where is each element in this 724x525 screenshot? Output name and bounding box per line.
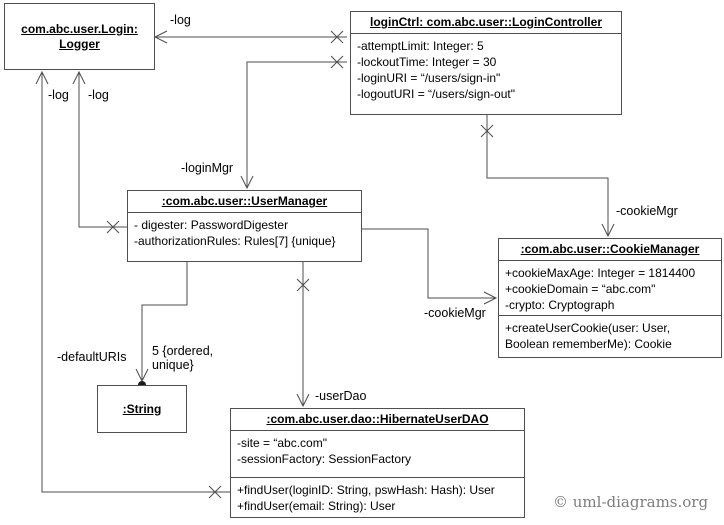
arrowhead-icon <box>483 291 498 305</box>
object-title: loginCtrl: com.abc.user::LoginController <box>351 12 621 33</box>
user-manager-object: :com.abc.user::UserManager - digester: P… <box>127 190 362 262</box>
edge-label-defaulturis: -defaultURIs <box>57 350 127 364</box>
object-title: :String <box>123 402 162 417</box>
edge-label-log-top: -log <box>170 13 191 27</box>
edge-label-cookiemgr-horizontal: -cookieMgr <box>424 306 486 320</box>
hibernate-user-dao-object: :com.abc.user.dao::HibernateUserDAO -sit… <box>230 408 525 518</box>
edge-label-userdao: -userDao <box>315 389 367 403</box>
attributes-compartment: - digester: PasswordDigester -authorizat… <box>128 212 361 265</box>
object-title-line: :com.abc.user::UserManager <box>161 194 328 208</box>
operation: +findUser(loginID: String, pswHash: Hash… <box>237 483 495 497</box>
login-controller-object: loginCtrl: com.abc.user::LoginController… <box>350 11 622 115</box>
arrowhead-icon <box>240 175 254 190</box>
arrowhead-icon <box>601 223 615 238</box>
arrowhead-icon <box>72 70 86 85</box>
attribute: -authorizationRules: Rules[7] {unique} <box>134 234 336 248</box>
edge-usermanager-to-dao <box>296 262 310 408</box>
edge-label-cookiemgr-vertical: -cookieMgr <box>616 204 678 218</box>
object-title: :com.abc.user.dao::HibernateUserDAO <box>231 409 524 430</box>
non-navigable-x-icon <box>106 220 120 234</box>
object-title-line: Logger <box>59 36 100 51</box>
edge-usermanager-to-cookiemanager <box>362 228 498 305</box>
non-navigable-x-icon <box>480 124 494 138</box>
attribute: -lockoutTime: Integer = 30 <box>357 55 497 69</box>
non-navigable-x-icon <box>330 30 344 44</box>
edge-dao-to-logger <box>35 70 230 499</box>
edge-loginctrl-to-cookiemanager <box>480 115 615 238</box>
object-title-line: :com.abc.user.dao::HibernateUserDAO <box>266 412 489 426</box>
edge-label-loginmgr: -loginMgr <box>181 161 234 175</box>
attribute: - digester: PasswordDigester <box>134 218 289 232</box>
attribute: -attemptLimit: Integer: 5 <box>357 39 484 53</box>
attribute: -logoutURI = “/users/sign-out" <box>357 87 515 101</box>
copyright-text: © uml-diagrams.org <box>553 493 709 511</box>
object-title-line: :com.abc.user::CookieManager <box>520 242 700 256</box>
arrowhead-icon <box>35 70 49 85</box>
edge-loginctrl-to-logger <box>153 30 347 44</box>
non-navigable-x-icon <box>296 278 310 292</box>
non-navigable-x-icon <box>208 485 222 499</box>
attributes-compartment: -attemptLimit: Integer: 5 -lockoutTime: … <box>351 33 621 118</box>
attribute: +cookieMaxAge: Integer = 1814400 <box>505 266 696 280</box>
attribute: -loginURI = “/users/sign-in" <box>357 71 501 85</box>
operations-compartment: +createUserCookie(user: User, Boolean re… <box>499 315 721 358</box>
object-title: :com.abc.user::CookieManager <box>499 239 721 260</box>
object-title-line: loginCtrl: com.abc.user::LoginController <box>369 15 602 29</box>
arrowhead-icon <box>296 393 310 408</box>
attribute: -site = “abc.com" <box>237 436 327 450</box>
operations-compartment: +findUser(loginID: String, pswHash: Hash… <box>231 477 524 520</box>
arrowhead-icon <box>153 30 168 44</box>
attribute: +cookieDomain = “abc.com" <box>505 282 656 296</box>
non-navigable-x-icon <box>330 55 344 69</box>
string-object: :String <box>97 385 187 433</box>
edge-label-log-usermanager: -log <box>88 88 109 102</box>
attribute: -crypto: Cryptograph <box>505 298 615 312</box>
object-title-line: com.abc.user.Login: <box>21 21 138 36</box>
cookie-manager-object: :com.abc.user::CookieManager +cookieMaxA… <box>498 238 722 358</box>
edge-loginctrl-to-usermanager <box>240 55 347 190</box>
edge-label-log-dao: -log <box>48 88 69 102</box>
object-title-line: :String <box>122 401 162 416</box>
logger-object: com.abc.user.Login: Logger <box>4 3 155 70</box>
edge-multiplicity-label: 5 {ordered, unique} <box>152 344 214 372</box>
attribute: -sessionFactory: SessionFactory <box>237 452 412 466</box>
object-title: com.abc.user.Login: Logger <box>21 22 138 52</box>
edge-usermanager-to-logger <box>72 70 127 234</box>
operation: +createUserCookie(user: User, Boolean re… <box>505 321 672 351</box>
operation: +findUser(email: String): User <box>237 499 396 513</box>
attributes-compartment: +cookieMaxAge: Integer = 1814400 +cookie… <box>499 260 721 315</box>
object-title: :com.abc.user::UserManager <box>128 191 361 212</box>
attributes-compartment: -site = “abc.com" -sessionFactory: Sessi… <box>231 430 524 477</box>
